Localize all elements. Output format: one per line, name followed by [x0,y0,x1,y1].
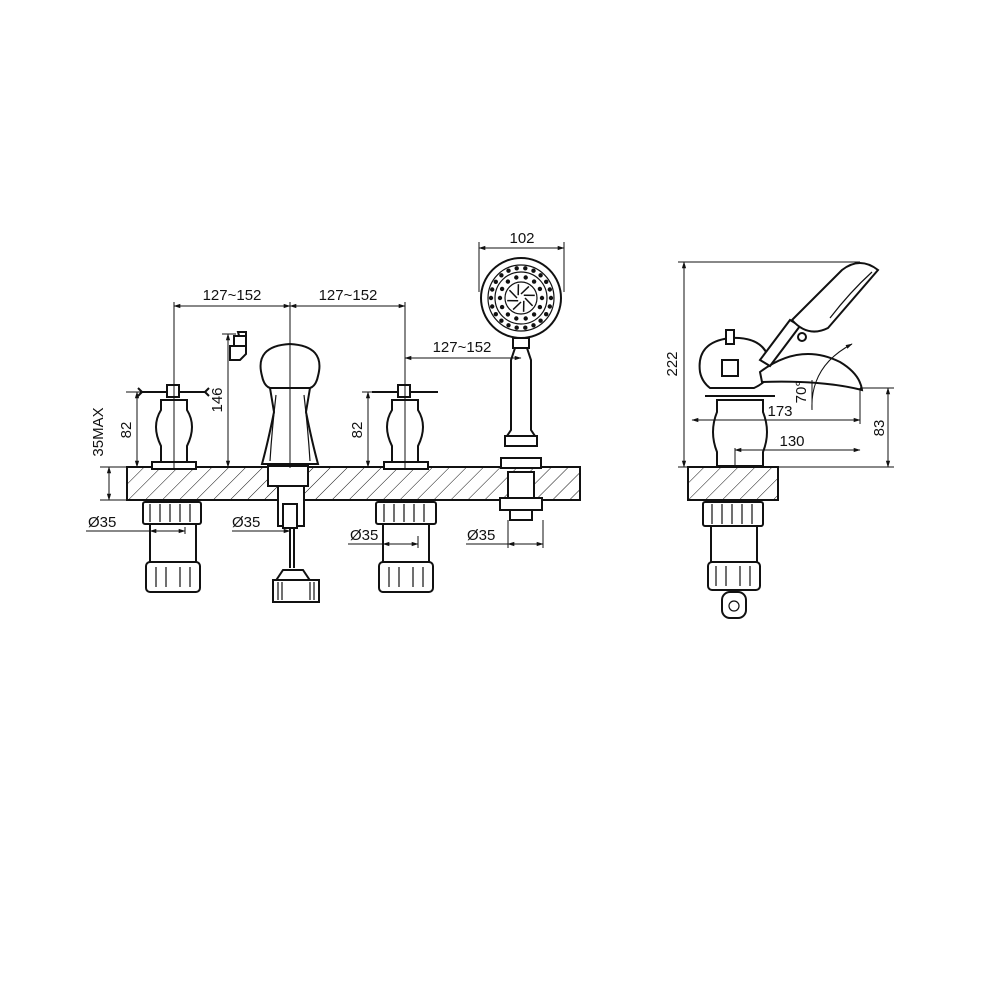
spray-hole [547,287,552,292]
spray-hole [490,304,495,309]
side-deck-section [687,466,779,501]
dia-spout-label: Ø35 [232,514,260,531]
dim-spacing-right: 127~152 [289,287,406,468]
dim-dia-shower: Ø35 [466,520,544,548]
front-view: 127~152 127~152 127~152 102 82 [86,230,581,603]
dim-dia-left: Ø35 [86,514,186,534]
spray-hole [548,295,554,301]
spray-hole [523,316,528,321]
spacing-shower-label: 127~152 [433,339,492,356]
dim-head-width: 102 [478,230,565,292]
angle-label: 70° [793,381,810,404]
spray-hole [505,279,511,284]
spray-hole [547,304,552,309]
spray-swirl [524,297,534,307]
spray-hole [499,273,504,278]
spray-hole [544,312,549,317]
dim-spout-reach: 173 [691,388,861,424]
spout-height-side-label: 83 [871,420,888,437]
dim-right-handle-height: 82 [349,391,372,468]
head-width-label: 102 [509,230,534,247]
spray-hole [506,323,511,328]
dim-angle: 70° [793,343,853,411]
dim-total-height: 222 [664,261,860,468]
spray-swirl [508,289,518,299]
spray-hole [537,304,543,310]
spray-hole [506,268,511,273]
spray-hole [497,295,503,301]
shower-spray-holes [488,266,554,330]
spray-hole [514,316,519,321]
spray-hole [514,275,519,280]
dim-left-handle-height: 82 [118,391,142,468]
dia-left-label: Ø35 [88,514,116,531]
spray-hole [499,304,505,310]
spray-hole [499,286,505,292]
side-view: 222 83 173 130 70° [664,261,894,619]
deck-thickness-label: 35MAX [90,407,107,456]
spout-reach-label: 173 [767,403,792,420]
spray-hole [490,287,495,292]
dim-dia-spout: Ø35 [232,514,291,534]
left-handle-height-label: 82 [118,422,135,439]
spray-hole [493,312,498,317]
spray-hole [538,273,543,278]
spray-swirl [520,285,530,295]
spray-hole [531,312,537,317]
dim-spout-height: 146 [209,333,236,468]
dim-spacing-left: 127~152 [173,287,291,468]
spray-hole [531,279,537,284]
spray-hole [531,323,536,328]
hand-shower [480,257,562,521]
spray-hole [544,279,549,284]
spray-hole [538,318,543,323]
dim-deck-thickness: 35MAX [90,407,127,501]
spray-hole [514,266,519,271]
spray-swirl [512,301,522,311]
spray-hole [531,268,536,273]
deck-section [126,466,581,501]
spout-height-label: 146 [209,387,226,412]
spacing-left-label: 127~152 [203,287,262,304]
dim-dia-right: Ø35 [348,527,419,548]
spray-hole [505,312,511,317]
spray-hole [537,286,543,292]
spray-hole [499,318,504,323]
dia-shower-label: Ø35 [467,527,495,544]
dia-right-label: Ø35 [350,527,378,544]
spray-hole [514,325,519,330]
dim-spout-height-side: 83 [745,387,894,468]
spray-hole [523,266,528,271]
right-valve [372,384,438,593]
dim-reach-130: 130 [734,433,861,468]
spray-hole [523,275,528,280]
spacing-right-label: 127~152 [319,287,378,304]
total-height-label: 222 [664,351,681,376]
spray-hole [493,279,498,284]
spray-hole [523,325,528,330]
spray-hole [488,295,494,301]
dim-spacing-shower: 127~152 [404,339,522,361]
reach-130-label: 130 [779,433,804,450]
spray-hole [539,295,545,301]
right-handle-height-label: 82 [349,422,366,439]
